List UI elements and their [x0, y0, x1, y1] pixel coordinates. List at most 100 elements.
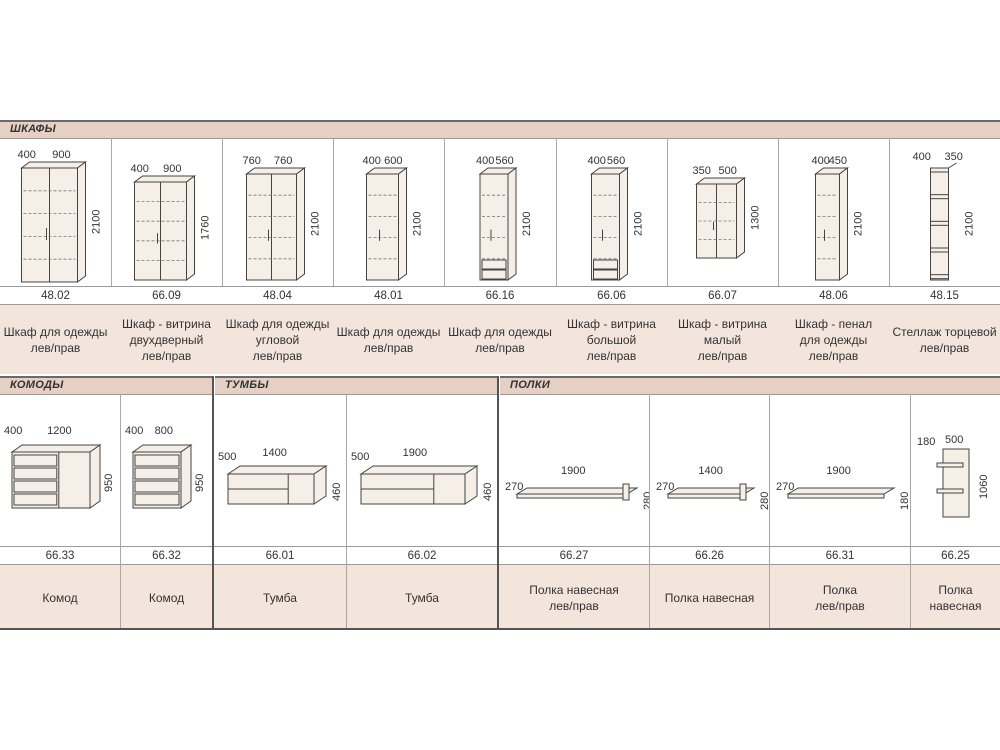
dimension-depth: 1900 — [403, 447, 427, 459]
dimension-width: 400 — [131, 163, 149, 175]
item-name: Полка навесная лев/прав — [499, 564, 649, 630]
item-name: Шкаф для одежды лев/прав — [0, 304, 111, 374]
dimension-height: 280 — [642, 492, 649, 510]
dimension-height: 2100 — [853, 212, 865, 236]
section-bar-stands: ТУМБЫ — [215, 376, 498, 395]
dimension-height: 460 — [482, 483, 494, 501]
dimension-depth: 760 — [274, 155, 292, 167]
item-code: 66.07 — [667, 286, 778, 305]
section-bar-shelves: ПОЛКИ — [500, 376, 1000, 395]
dimension-width: 500 — [351, 451, 369, 463]
item-name: Шкаф - пенал для одежды лев/прав — [778, 304, 889, 374]
item-name: Шкаф для одежды лев/прав — [444, 304, 556, 374]
cell-separator — [910, 394, 911, 630]
section-title-wardrobes: ШКАФЫ — [10, 123, 56, 135]
dimension-depth: 800 — [155, 425, 173, 437]
item-code: 48.01 — [333, 286, 444, 305]
dimension-width: 760 — [243, 155, 261, 167]
cell-separator — [769, 394, 770, 630]
item-code: 66.31 — [770, 546, 910, 565]
item-code: 66.16 — [444, 286, 556, 305]
dimension-height: 2100 — [310, 212, 322, 236]
dimension-height: 1760 — [200, 216, 212, 240]
dimension-width: 270 — [776, 481, 794, 493]
section-title-shelves: ПОЛКИ — [510, 379, 551, 391]
cell-separator — [346, 394, 347, 630]
item-code: 48.02 — [0, 286, 111, 305]
dimension-depth: 900 — [163, 163, 181, 175]
dimension-depth: 600 — [384, 155, 402, 167]
item-name: Стеллаж торцевой лев/прав — [889, 304, 1000, 374]
item-name: Тумба — [347, 564, 497, 630]
section-bar-wardrobes: ШКАФЫ — [0, 120, 1000, 139]
item-code: 66.26 — [650, 546, 769, 565]
item-code: 66.09 — [111, 286, 222, 305]
dimension-width: 350 — [693, 165, 711, 177]
dimension-width: 400 — [913, 151, 931, 163]
item-code: 48.04 — [222, 286, 333, 305]
furniture-drawing: 400 900 1760 — [131, 163, 212, 281]
cell-separator — [120, 394, 121, 630]
furniture-drawing: 500 1900 460 — [351, 447, 494, 505]
group-separator — [212, 376, 214, 630]
dimension-width: 400 — [363, 155, 381, 167]
dimension-height: 2100 — [633, 212, 645, 236]
dimension-depth: 1400 — [698, 465, 722, 477]
dimension-height: 2100 — [964, 212, 976, 236]
item-code: 66.01 — [214, 546, 346, 565]
cell-separator — [778, 138, 779, 374]
dimension-width: 270 — [505, 481, 523, 493]
item-code: 48.15 — [889, 286, 1000, 305]
dimension-depth: 500 — [719, 165, 737, 177]
cell-separator — [667, 138, 668, 374]
item-name: Тумба — [214, 564, 346, 630]
dimension-depth: 350 — [945, 151, 963, 163]
item-code: 48.06 — [778, 286, 889, 305]
item-code: 66.25 — [911, 546, 1000, 565]
item-name: Шкаф для одежды угловой лев/прав — [222, 304, 333, 374]
dimension-depth: 560 — [495, 155, 513, 167]
dimension-depth: 450 — [829, 155, 847, 167]
furniture-drawing: 760 760 2100 — [243, 155, 322, 281]
dimension-height: 280 — [759, 492, 769, 510]
dimension-depth: 1200 — [47, 425, 71, 437]
cell-separator — [444, 138, 445, 374]
dimension-depth: 900 — [52, 149, 70, 161]
item-name: Полка навесная — [650, 564, 769, 630]
dimension-height: 1060 — [978, 475, 990, 499]
dimension-width: 400 — [588, 155, 606, 167]
item-name: Шкаф для одежды лев/прав — [333, 304, 444, 374]
item-name: Шкаф - витрина двухдверный лев/прав — [111, 304, 222, 374]
dimension-depth: 500 — [945, 434, 963, 446]
item-name: Шкаф - витрина большой лев/прав — [556, 304, 667, 374]
group-separator — [497, 376, 499, 630]
